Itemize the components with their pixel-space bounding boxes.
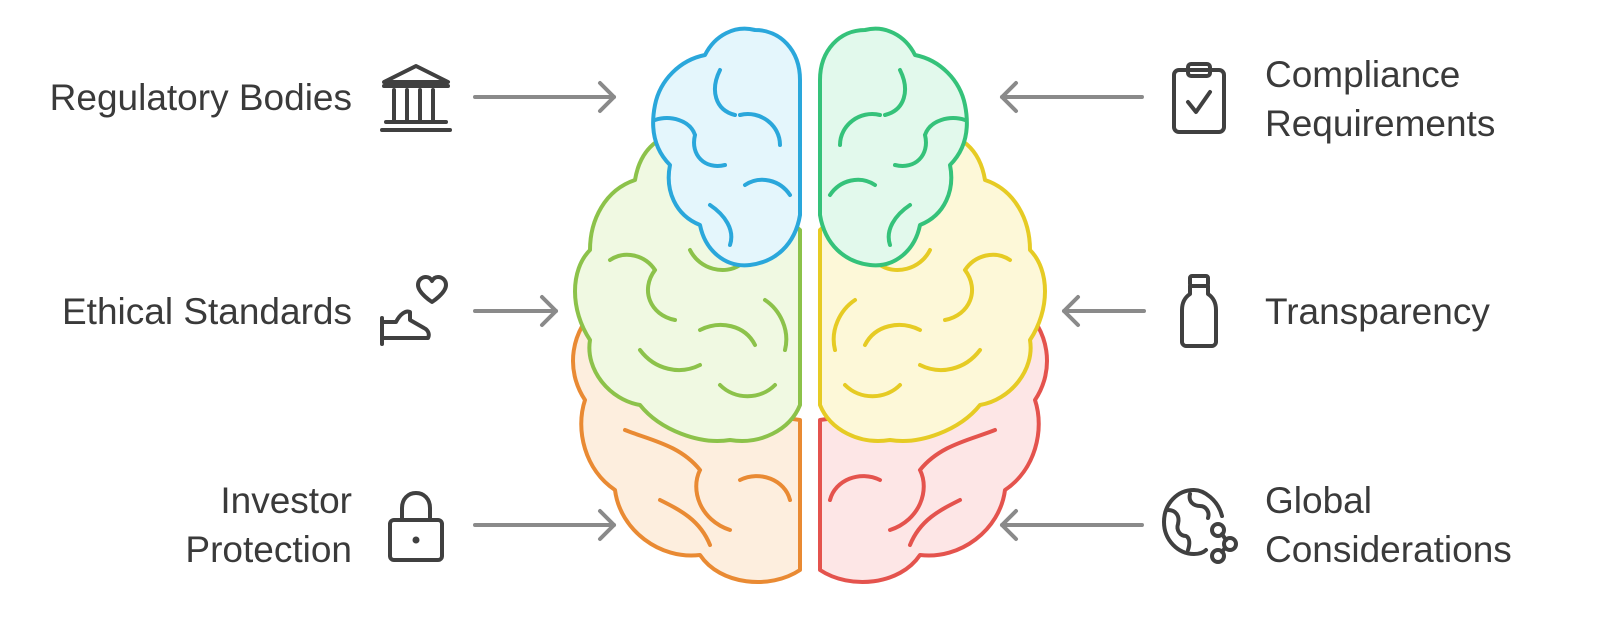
label-line: Requirements xyxy=(1265,103,1496,144)
arrow-transparency xyxy=(1062,295,1146,327)
bank-building-icon xyxy=(380,64,452,132)
padlock-icon xyxy=(388,491,444,562)
label-transparency: Transparency xyxy=(1265,287,1490,336)
label-regulatory-bodies: Regulatory Bodies xyxy=(50,73,352,122)
label-ethical-standards: Ethical Standards xyxy=(62,287,352,336)
label-line: Global xyxy=(1265,480,1372,521)
arrow-global-considerations xyxy=(1000,509,1144,541)
brain-lobe-green xyxy=(818,26,969,268)
arrow-ethical-standards xyxy=(473,295,558,327)
globe-share-icon xyxy=(1162,488,1238,564)
label-line: Considerations xyxy=(1265,529,1512,570)
label-compliance-requirements: Compliance Requirements xyxy=(1265,50,1495,148)
arrow-compliance-requirements xyxy=(1000,81,1144,113)
bottle-icon xyxy=(1180,274,1218,348)
clipboard-check-icon xyxy=(1172,62,1226,134)
label-global-considerations: Global Considerations xyxy=(1265,476,1512,574)
arrow-regulatory-bodies xyxy=(473,81,616,113)
arrow-investor-protection xyxy=(473,509,616,541)
label-line: Protection xyxy=(185,529,352,570)
label-investor-protection: Investor Protection xyxy=(185,476,352,574)
hand-heart-icon xyxy=(380,275,448,346)
label-line: Transparency xyxy=(1265,291,1490,332)
brain-lobe-blue xyxy=(651,26,802,268)
label-line: Ethical Standards xyxy=(61,291,352,332)
label-line: Investor xyxy=(220,480,352,521)
label-line: Regulatory Bodies xyxy=(49,77,352,118)
label-line: Compliance xyxy=(1265,54,1461,95)
